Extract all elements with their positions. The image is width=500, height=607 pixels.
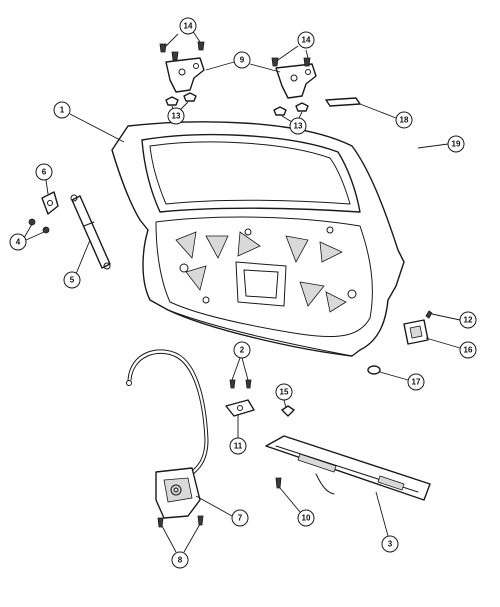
liftgate-support-strut	[70, 194, 111, 270]
callout-17: 17	[407, 373, 425, 391]
svg-text:5: 5	[70, 276, 75, 285]
clip-15	[281, 405, 295, 417]
callout-9: 9	[233, 51, 251, 69]
svg-text:4: 4	[16, 238, 21, 247]
callout-5: 5	[63, 271, 81, 289]
callouts: 14 14 9 13 13 1	[9, 17, 477, 569]
svg-text:8: 8	[178, 556, 183, 565]
svg-text:13: 13	[294, 122, 303, 131]
callout-2: 2	[233, 341, 251, 359]
svg-text:16: 16	[464, 346, 473, 355]
callout-1: 1	[53, 101, 71, 119]
callout-6: 6	[35, 163, 53, 181]
svg-text:15: 15	[280, 388, 289, 397]
callout-19: 19	[447, 135, 465, 153]
svg-text:6: 6	[42, 168, 47, 177]
callout-14b: 14	[297, 31, 315, 49]
switch-16	[403, 319, 429, 345]
svg-text:14: 14	[302, 36, 311, 45]
hinge-left	[165, 57, 205, 93]
svg-text:13: 13	[172, 112, 181, 121]
callout-18: 18	[395, 111, 413, 129]
bumper-17	[367, 365, 381, 375]
liftgate-latch	[155, 467, 201, 519]
hinge-nuts-right	[273, 102, 309, 116]
svg-text:12: 12	[464, 316, 473, 325]
svg-text:19: 19	[452, 140, 461, 149]
svg-text:3: 3	[388, 540, 393, 549]
callout-7: 7	[231, 509, 249, 527]
screw-10	[275, 477, 282, 489]
svg-text:11: 11	[234, 442, 243, 451]
callout-16: 16	[459, 341, 477, 359]
callout-12: 12	[459, 311, 477, 329]
svg-text:2: 2	[240, 346, 245, 355]
screw-12	[425, 310, 433, 319]
callout-13b: 13	[289, 117, 307, 135]
striker-11	[225, 399, 255, 417]
callout-14a: 14	[179, 17, 197, 35]
svg-text:1: 1	[60, 106, 65, 115]
svg-text:17: 17	[412, 378, 421, 387]
callout-13a: 13	[167, 107, 185, 125]
striker-screws	[229, 379, 252, 389]
hinge-nuts-left	[165, 92, 197, 106]
latch-cable	[126, 349, 209, 479]
svg-text:14: 14	[184, 22, 193, 31]
handle-lamp-assembly	[265, 435, 431, 501]
svg-text:18: 18	[400, 116, 409, 125]
bracket-18	[325, 97, 361, 107]
svg-text:10: 10	[302, 514, 311, 523]
callout-3: 3	[381, 535, 399, 553]
callout-4: 4	[9, 233, 27, 251]
callout-15: 15	[275, 383, 293, 401]
ball-stud-bolts	[28, 218, 50, 234]
callout-11: 11	[229, 437, 247, 455]
callout-8: 8	[171, 551, 189, 569]
svg-text:9: 9	[240, 56, 245, 65]
hinge-right	[275, 63, 317, 99]
strut-ball-stud-bracket	[41, 191, 59, 215]
latch-bolts	[157, 515, 204, 528]
liftgate-panel	[111, 121, 405, 357]
svg-text:7: 7	[238, 514, 243, 523]
callout-10: 10	[297, 509, 315, 527]
hinge-bolts-left	[159, 41, 205, 61]
